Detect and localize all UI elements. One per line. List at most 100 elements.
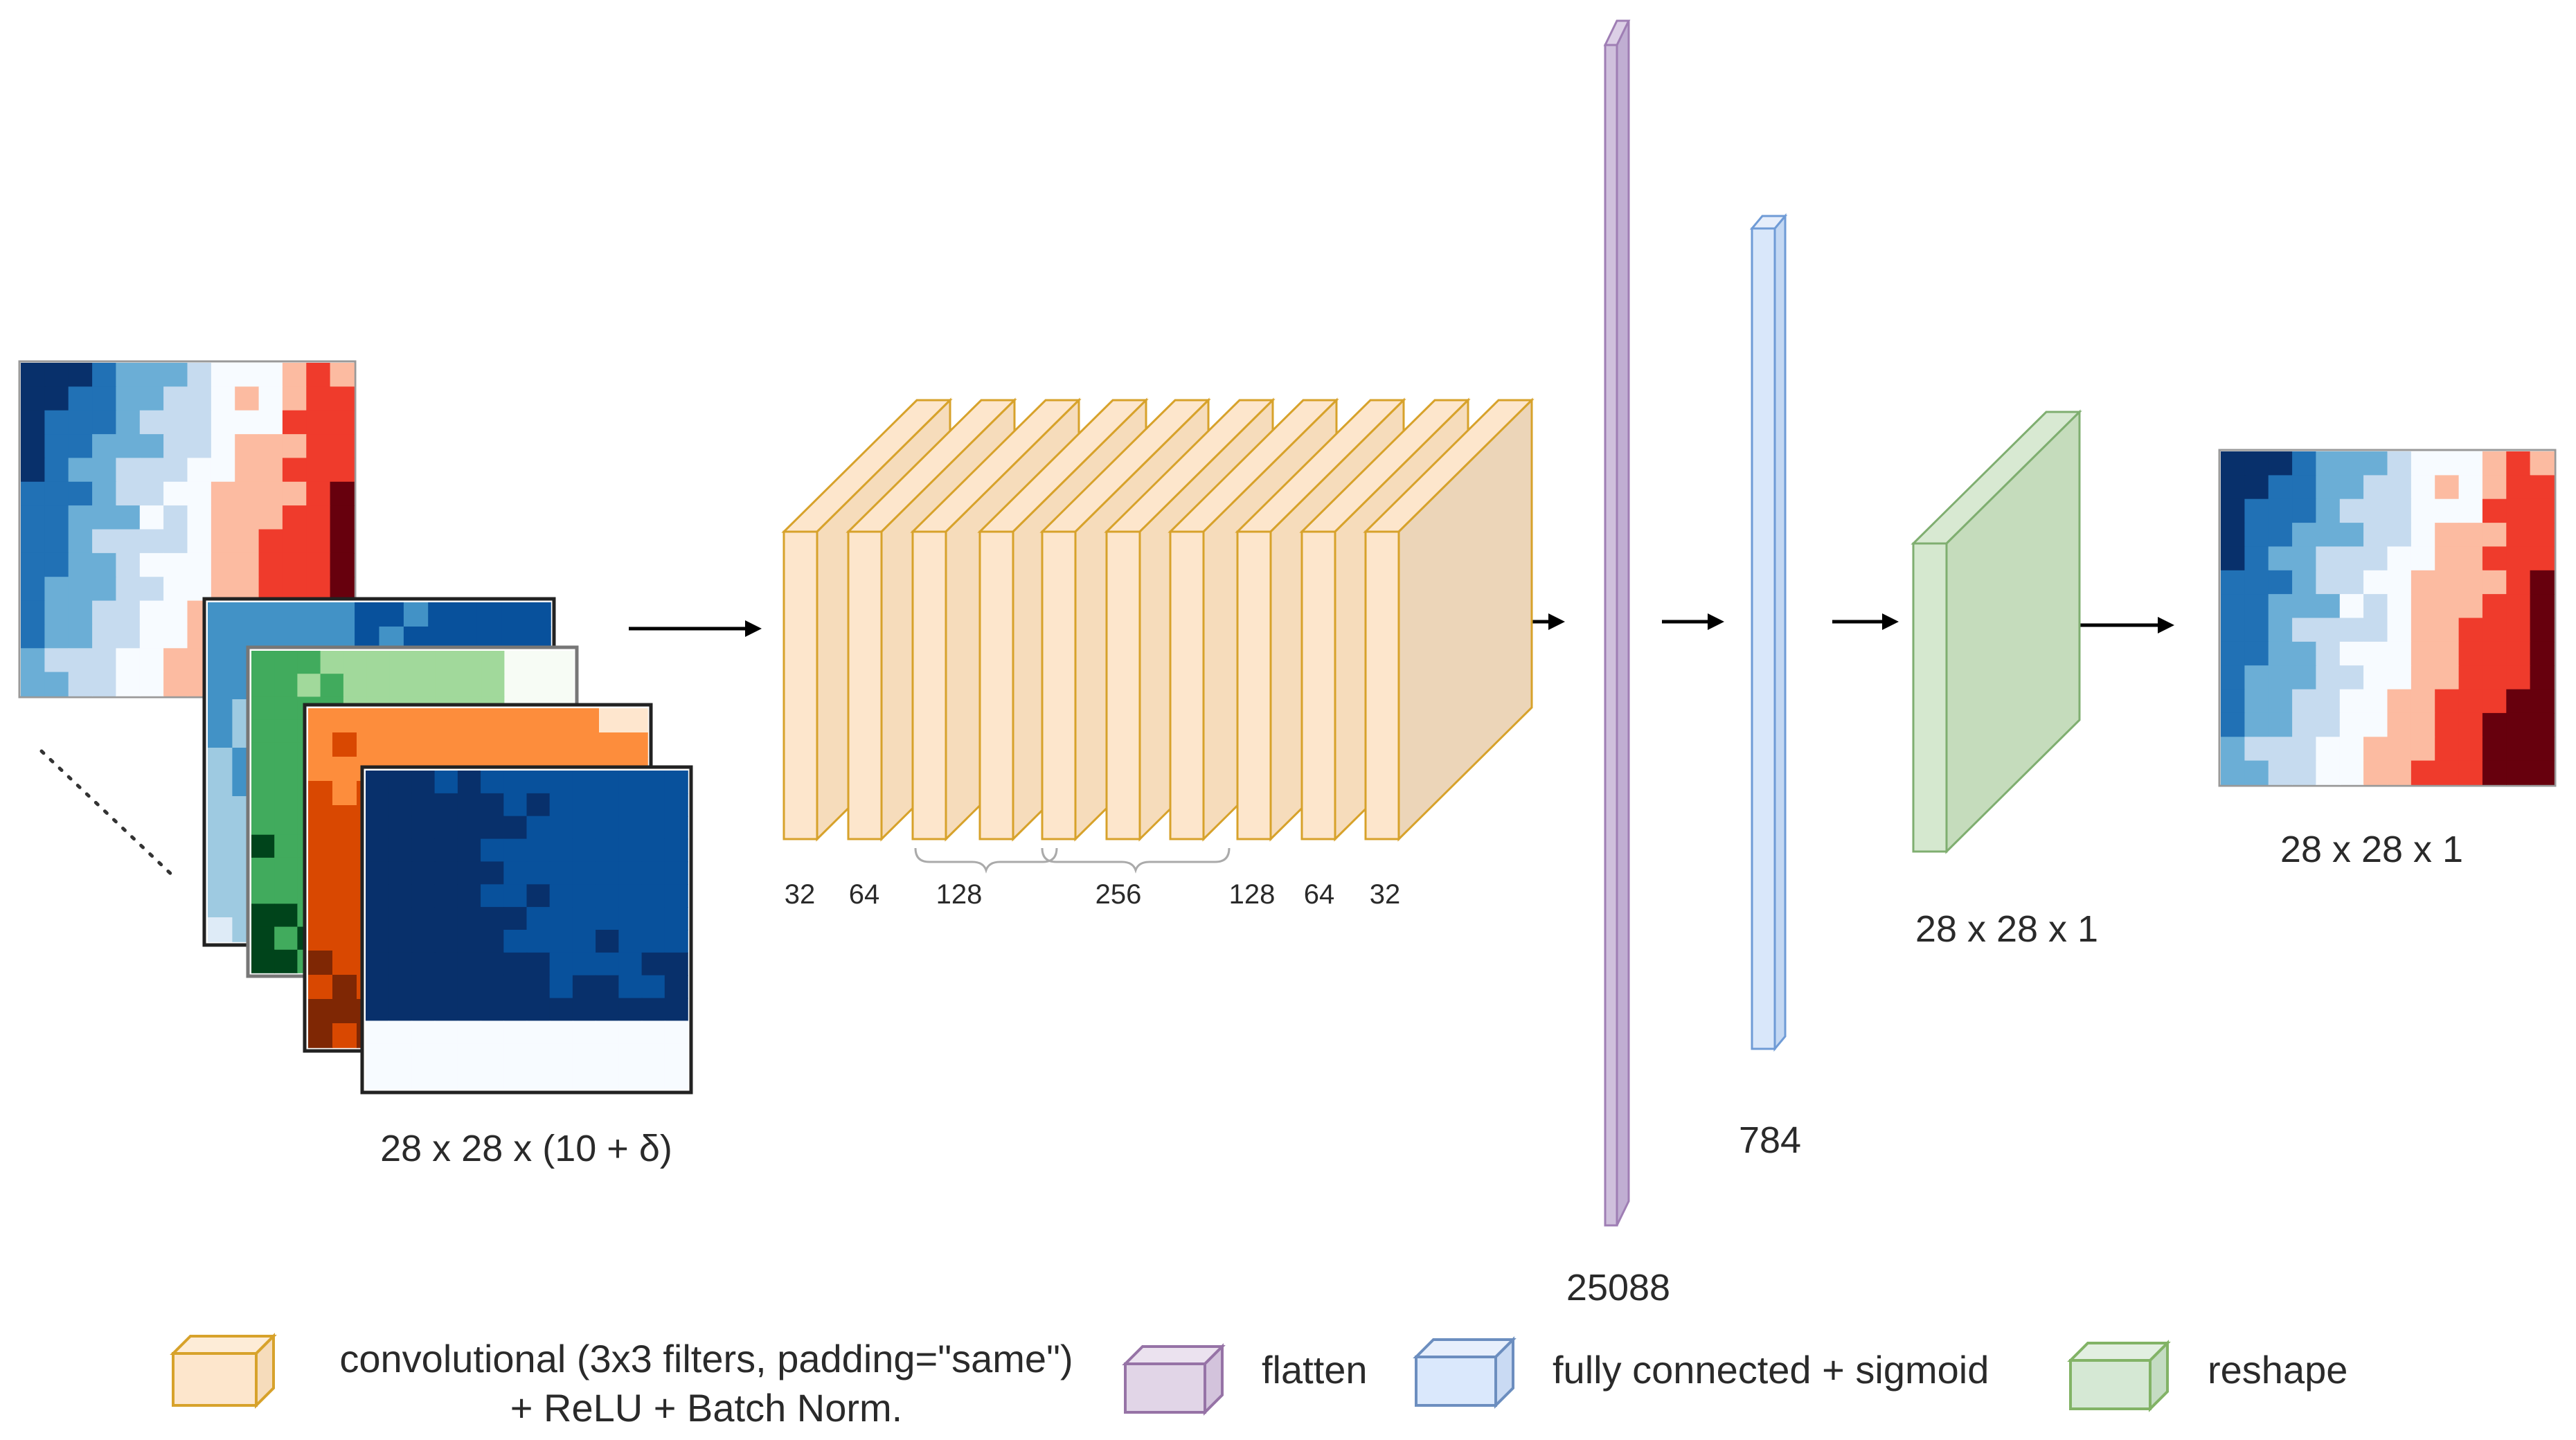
primary-map-cell: [44, 577, 69, 602]
output-map-cell: [2387, 475, 2412, 500]
primary-map-cell: [282, 386, 307, 411]
dark-blue-map-cell: [526, 998, 551, 1022]
arrows: [629, 613, 2174, 637]
primary-map-cell: [44, 481, 69, 506]
output-map-cell: [2221, 618, 2246, 642]
legend-reshape-swatch: [2067, 1340, 2171, 1412]
output-map-cell: [2363, 618, 2388, 642]
dark-blue-map-cell: [457, 1066, 481, 1090]
dark-blue-map-cell: [664, 1066, 688, 1090]
output-map-cell: [2244, 498, 2269, 523]
output-map-cell: [2458, 712, 2483, 738]
output-map-cell: [2458, 618, 2483, 642]
green-map-cell: [527, 674, 551, 698]
primary-map-cell: [21, 648, 46, 673]
primary-map-cell: [163, 386, 188, 411]
filter-label-32b: 32: [1370, 879, 1401, 910]
primary-map-cell: [116, 529, 141, 554]
output-map-cell: [2339, 475, 2364, 500]
dark-blue-map-cell: [596, 838, 620, 863]
dark-blue-map-cell: [481, 793, 505, 817]
dark-blue-map-cell: [388, 816, 413, 840]
orange-map-cell: [332, 781, 357, 806]
output-map-cell: [2387, 737, 2412, 762]
output-map-cell: [2410, 451, 2436, 476]
output-map-cell: [2292, 498, 2317, 523]
output-map-cell: [2363, 451, 2388, 476]
dark-blue-map-cell: [618, 771, 643, 794]
dark-blue-map-cell: [457, 930, 481, 953]
dark-blue-map-cell: [366, 771, 389, 794]
output-map-cell: [2268, 665, 2293, 690]
green-map-cell: [251, 651, 275, 674]
primary-map-cell: [258, 552, 283, 578]
green-map-cell: [366, 674, 391, 698]
dense-bar-top: [1749, 215, 1788, 230]
output-map-cell: [2530, 475, 2555, 500]
output-map-cell: [2435, 760, 2460, 785]
orange-map-cell: [599, 732, 624, 757]
reshape-layer: 28 x 28 x 1: [1911, 409, 2098, 950]
green-map-cell: [274, 926, 298, 951]
primary-map-cell: [44, 600, 69, 625]
dark-blue-map-cell: [618, 793, 643, 817]
primary-map-cell: [116, 672, 141, 696]
primary-map-cell: [92, 386, 117, 411]
dark-blue-map-cell: [411, 771, 436, 794]
output-map-cell: [2221, 689, 2246, 714]
output-map-cell: [2410, 641, 2436, 667]
orange-map-cell: [308, 999, 333, 1024]
output-map-cell: [2316, 618, 2341, 642]
output-map-cell: [2316, 475, 2341, 500]
dark-blue-map-cell: [572, 998, 596, 1022]
output-map-cell: [2292, 594, 2317, 619]
output-map-cell: [2458, 665, 2483, 690]
output-map-cell: [2268, 546, 2293, 571]
orange-map-cell: [332, 805, 357, 830]
filter-labels: 32 64 128 256 128 64 32: [785, 879, 1401, 910]
dark-blue-map-cell: [366, 838, 389, 863]
primary-map-cell: [330, 529, 355, 554]
dark-blue-map-cell: [388, 771, 413, 794]
output-map-cell: [2506, 523, 2531, 548]
conv-layer-front: [1169, 530, 1205, 840]
output-map-cell: [2363, 712, 2388, 738]
primary-map-cell: [139, 529, 164, 554]
primary-map-cell: [92, 577, 117, 602]
output-map-cell: [2292, 641, 2317, 667]
flatten-bar-side: [1616, 20, 1630, 1226]
dark-blue-map-cell: [457, 1043, 481, 1067]
output-map-cell: [2530, 737, 2555, 762]
dark-blue-map-cell: [664, 861, 688, 885]
green-map-cell: [274, 789, 298, 813]
orange-map-cell: [308, 781, 333, 806]
legend-reshape: reshape: [2067, 1340, 2347, 1412]
orange-map-cell: [429, 732, 454, 757]
dark-blue-map-cell: [503, 975, 528, 999]
output-map-cell: [2292, 618, 2317, 642]
dark-blue-map-cell: [503, 793, 528, 817]
output-map-cell: [2530, 523, 2555, 548]
output-map-cell: [2410, 498, 2436, 523]
output-map-cell: [2530, 712, 2555, 738]
dark-blue-map-cell: [664, 907, 688, 930]
green-map-cell: [251, 881, 275, 905]
output-map-cell: [2244, 594, 2269, 619]
dark-blue-map-cell: [366, 975, 389, 999]
primary-map-cell: [116, 410, 141, 435]
primary-map-cell: [306, 529, 331, 554]
dark-blue-map-cell: [526, 952, 551, 976]
output-map-cell: [2530, 546, 2555, 571]
output-map-cell: [2339, 737, 2364, 762]
output-map-cell: [2316, 570, 2341, 595]
primary-map-cell: [116, 363, 141, 388]
dark-blue-map-cell: [411, 816, 436, 840]
dark-blue-map-cell: [618, 1066, 643, 1090]
dense-bar-front: [1751, 227, 1776, 1050]
dark-blue-map-cell: [434, 771, 458, 794]
dark-blue-map-cell: [526, 975, 551, 999]
dark-blue-map-cell: [641, 998, 665, 1022]
input-stack: 28 x 28 x (10 + δ): [18, 360, 693, 1169]
dark-blue-map-cell: [457, 771, 481, 794]
orange-map-cell: [502, 708, 527, 733]
